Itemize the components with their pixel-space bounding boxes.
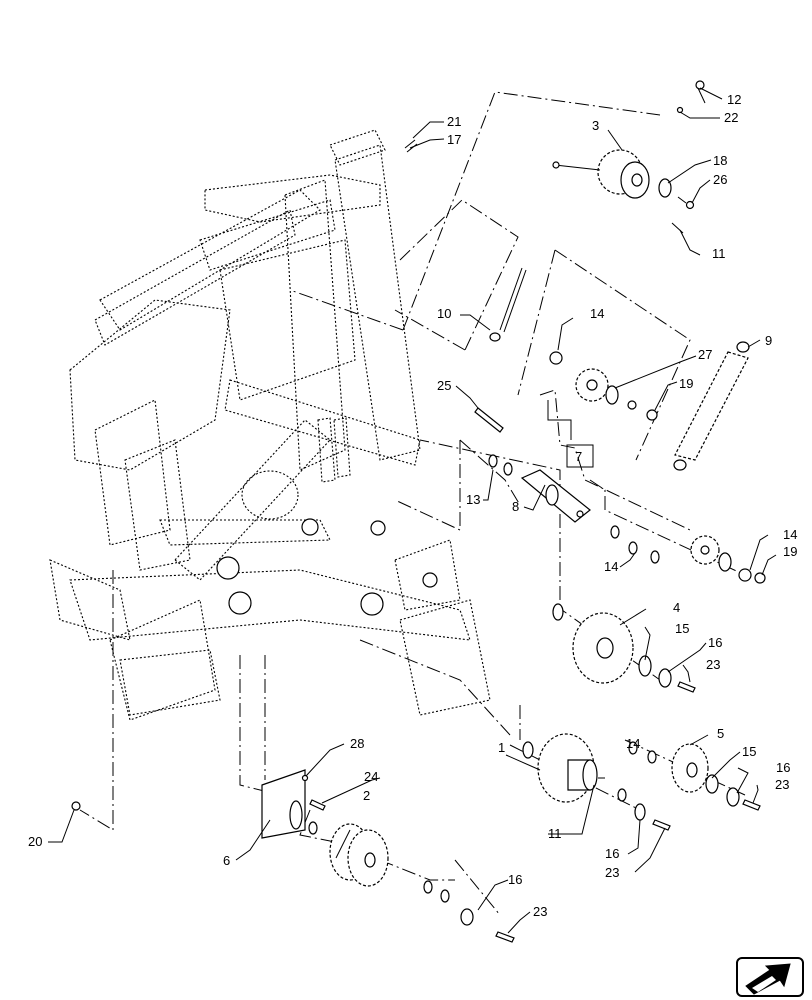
sprocket-4 [552,603,696,693]
callout-11-lower: 11 [548,826,562,841]
callout-labels: 1 2 3 4 5 6 7 8 9 10 11 11 12 13 14 14 1… [28,92,797,919]
callout-23-d: 23 [533,904,547,919]
callout-20: 20 [28,834,42,849]
callout-15-b: 15 [742,744,756,759]
assembly-lines [79,91,746,916]
callout-3: 3 [592,118,599,133]
callout-7: 7 [575,449,582,464]
sprocket-3 [554,149,650,199]
frame-sprockets [216,518,438,616]
callout-21: 21 [447,114,461,129]
callout-14-a: 14 [590,306,604,321]
callout-12: 12 [727,92,741,107]
arrow-icon[interactable] [736,957,804,997]
callout-17: 17 [447,132,461,147]
flange-bearing-6 [261,769,318,839]
machine-frame [49,129,491,721]
callout-8: 8 [512,499,519,514]
callout-6: 6 [223,853,230,868]
callout-28: 28 [350,736,364,751]
callout-14-c: 14 [783,527,797,542]
callout-19-b: 19 [783,544,797,559]
callout-27: 27 [698,347,712,362]
callout-19-a: 19 [679,376,693,391]
callout-26: 26 [713,172,727,187]
callout-16-a: 16 [708,635,722,650]
callout-11-upper: 11 [712,246,726,261]
callout-23-c: 23 [605,865,619,880]
exploded-components [71,80,766,943]
leader-lines [48,87,777,934]
callout-16-c: 16 [605,846,619,861]
callout-14-d: 14 [626,736,640,751]
callout-23-b: 23 [775,777,789,792]
callout-16-d: 16 [508,872,522,887]
callout-16-b: 16 [776,760,790,775]
callout-13: 13 [466,492,480,507]
callout-5: 5 [717,726,724,741]
callout-15-a: 15 [675,621,689,636]
callout-10: 10 [437,306,451,321]
callout-4: 4 [673,600,680,615]
callout-18: 18 [713,153,727,168]
callout-24: 24 [364,769,378,784]
callout-9: 9 [765,333,772,348]
arm-8 [520,469,591,523]
rod-10 [489,267,527,342]
callout-23-a: 23 [706,657,720,672]
callout-7-box [566,444,594,468]
callout-2: 2 [363,788,370,803]
double-sprocket-2 [329,823,389,887]
callout-22: 22 [724,110,738,125]
spring-9 [673,341,750,471]
callout-25: 25 [437,378,451,393]
callout-1: 1 [498,740,505,755]
sprocket-5 [628,741,761,811]
sprocket-1 [522,733,605,803]
callout-14-b: 14 [604,559,618,574]
